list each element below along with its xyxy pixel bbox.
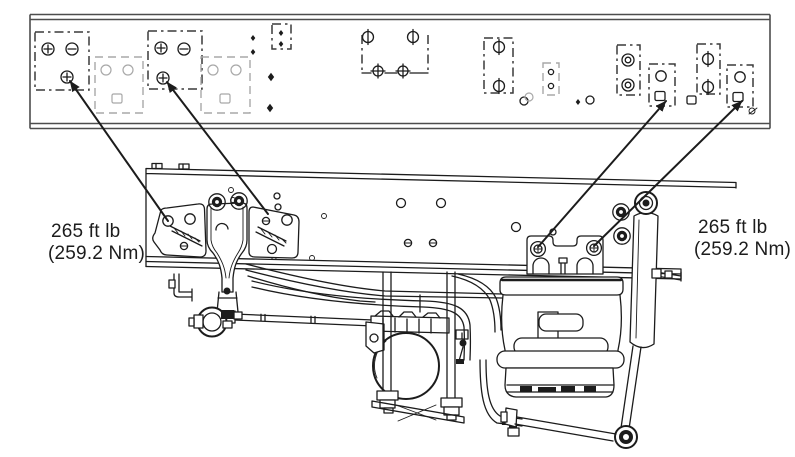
spring-eye-pin	[188, 306, 243, 338]
leader-arrow-left-2	[166, 81, 269, 215]
shock-rod	[620, 345, 642, 430]
leader-arrow-right-2	[593, 100, 743, 247]
piston-base	[504, 367, 615, 398]
torque-label-left-line1: 265 ft lb	[51, 221, 120, 242]
shock-upper-bolt-1	[612, 203, 630, 221]
leader-arrow-left-1	[69, 80, 169, 222]
air-line-right	[651, 268, 682, 282]
front-spring-hanger	[152, 192, 300, 338]
frame-rail-side-view	[145, 162, 737, 449]
frame-rail-bottom-view	[29, 13, 771, 130]
hanger-tower	[206, 202, 248, 313]
height-control-valve	[455, 329, 469, 364]
hanger-wing-right	[248, 206, 300, 259]
bolt-pattern-hanger-left	[34, 30, 251, 114]
air-spring-lower-flange	[496, 350, 625, 369]
torque-rod-upper	[225, 310, 374, 327]
rail-top-bolt-tabs	[151, 162, 190, 170]
bolt-pattern-small-fasteners	[250, 23, 292, 113]
shock-mount-bracket	[526, 235, 604, 275]
torque-label-right-line1: 265 ft lb	[698, 217, 767, 238]
torque-label-right-line2: (259.2 Nm)	[694, 239, 791, 260]
axle-side-bracket	[365, 321, 385, 354]
bump-stop	[537, 311, 584, 344]
air-pipe-fitting	[168, 273, 193, 302]
air-spring	[496, 276, 625, 398]
leader-arrows	[69, 80, 743, 248]
torque-label-left-line2: (259.2 Nm)	[48, 243, 145, 264]
bolt-pattern-right	[524, 43, 758, 115]
shock-upper-bolt-2	[613, 227, 631, 245]
torque-rod-lower	[500, 407, 617, 442]
drive-axle	[365, 271, 469, 424]
shock-absorber	[612, 191, 659, 449]
bolt-pattern-middle	[361, 28, 529, 106]
torque-labels: 265 ft lb (259.2 Nm) 265 ft lb (259.2 Nm…	[48, 217, 791, 264]
leader-arrow-right-1	[537, 100, 667, 248]
axle-lower-clamp	[371, 400, 465, 424]
